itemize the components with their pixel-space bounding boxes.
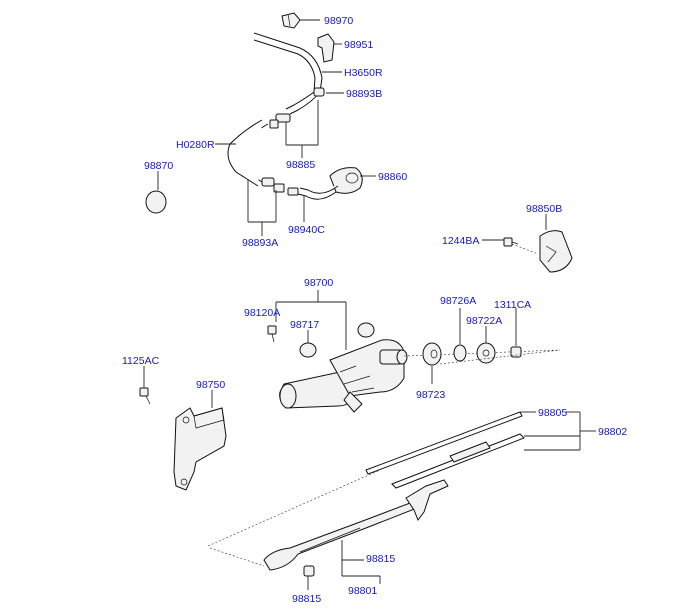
label-1311ca: 1311CA	[494, 299, 531, 311]
connector-98893a	[261, 177, 285, 193]
clip-98951	[317, 33, 335, 63]
label-98893a: 98893A	[242, 237, 278, 249]
guide-line-right	[439, 349, 561, 365]
label-h0280r: H0280R	[176, 139, 215, 151]
cap-98870	[145, 190, 167, 214]
wiper-blade-98805	[365, 411, 525, 489]
label-h3650r: H3650R	[344, 67, 383, 79]
label-98120a: 98120A	[244, 307, 280, 319]
label-98860: 98860	[378, 171, 407, 183]
label-98815-arm: 98815	[366, 553, 395, 565]
bolt-1125ac	[139, 366, 151, 405]
connector-98885	[269, 113, 291, 129]
joint-98893b	[313, 87, 325, 97]
wiper-motor-98700	[267, 290, 408, 413]
label-98723: 98723	[416, 389, 445, 401]
washer-hose-assembly	[145, 12, 376, 236]
label-98726a: 98726A	[440, 295, 476, 307]
label-98801: 98801	[348, 585, 377, 597]
label-98893b: 98893B	[346, 88, 382, 100]
cap-98722a	[476, 326, 496, 364]
label-98815-nut: 98815	[292, 593, 321, 605]
bolt-98120a	[267, 325, 277, 343]
label-98885: 98885	[286, 159, 315, 171]
nut-1311ca	[510, 308, 522, 358]
label-98940c: 98940C	[288, 224, 325, 236]
label-1125ac: 1125AC	[122, 355, 160, 367]
bracket-98750	[173, 390, 227, 491]
grommet-98717	[299, 342, 317, 358]
label-98970: 98970	[324, 15, 353, 27]
wiper-arm-98801	[263, 479, 449, 571]
nut-98726a	[453, 308, 467, 362]
label-98717: 98717	[290, 319, 319, 331]
label-98750: 98750	[196, 379, 225, 391]
cover-98850b	[482, 214, 573, 273]
washer-98723	[422, 342, 442, 384]
nozzle-98860	[329, 167, 363, 194]
label-98850b: 98850B	[526, 203, 562, 215]
label-98870: 98870	[144, 160, 173, 172]
clip-98970	[281, 12, 301, 29]
label-98805: 98805	[538, 407, 567, 419]
guide-line-bottom	[209, 547, 265, 567]
guide-line-left	[207, 469, 381, 547]
label-98951: 98951	[344, 39, 373, 51]
label-98722a: 98722A	[466, 315, 502, 327]
label-98802: 98802	[598, 426, 627, 438]
screw-1244ba	[503, 237, 519, 247]
nut-98815	[303, 565, 315, 590]
label-98700: 98700	[304, 277, 333, 289]
label-1244ba: 1244BA	[442, 235, 479, 247]
